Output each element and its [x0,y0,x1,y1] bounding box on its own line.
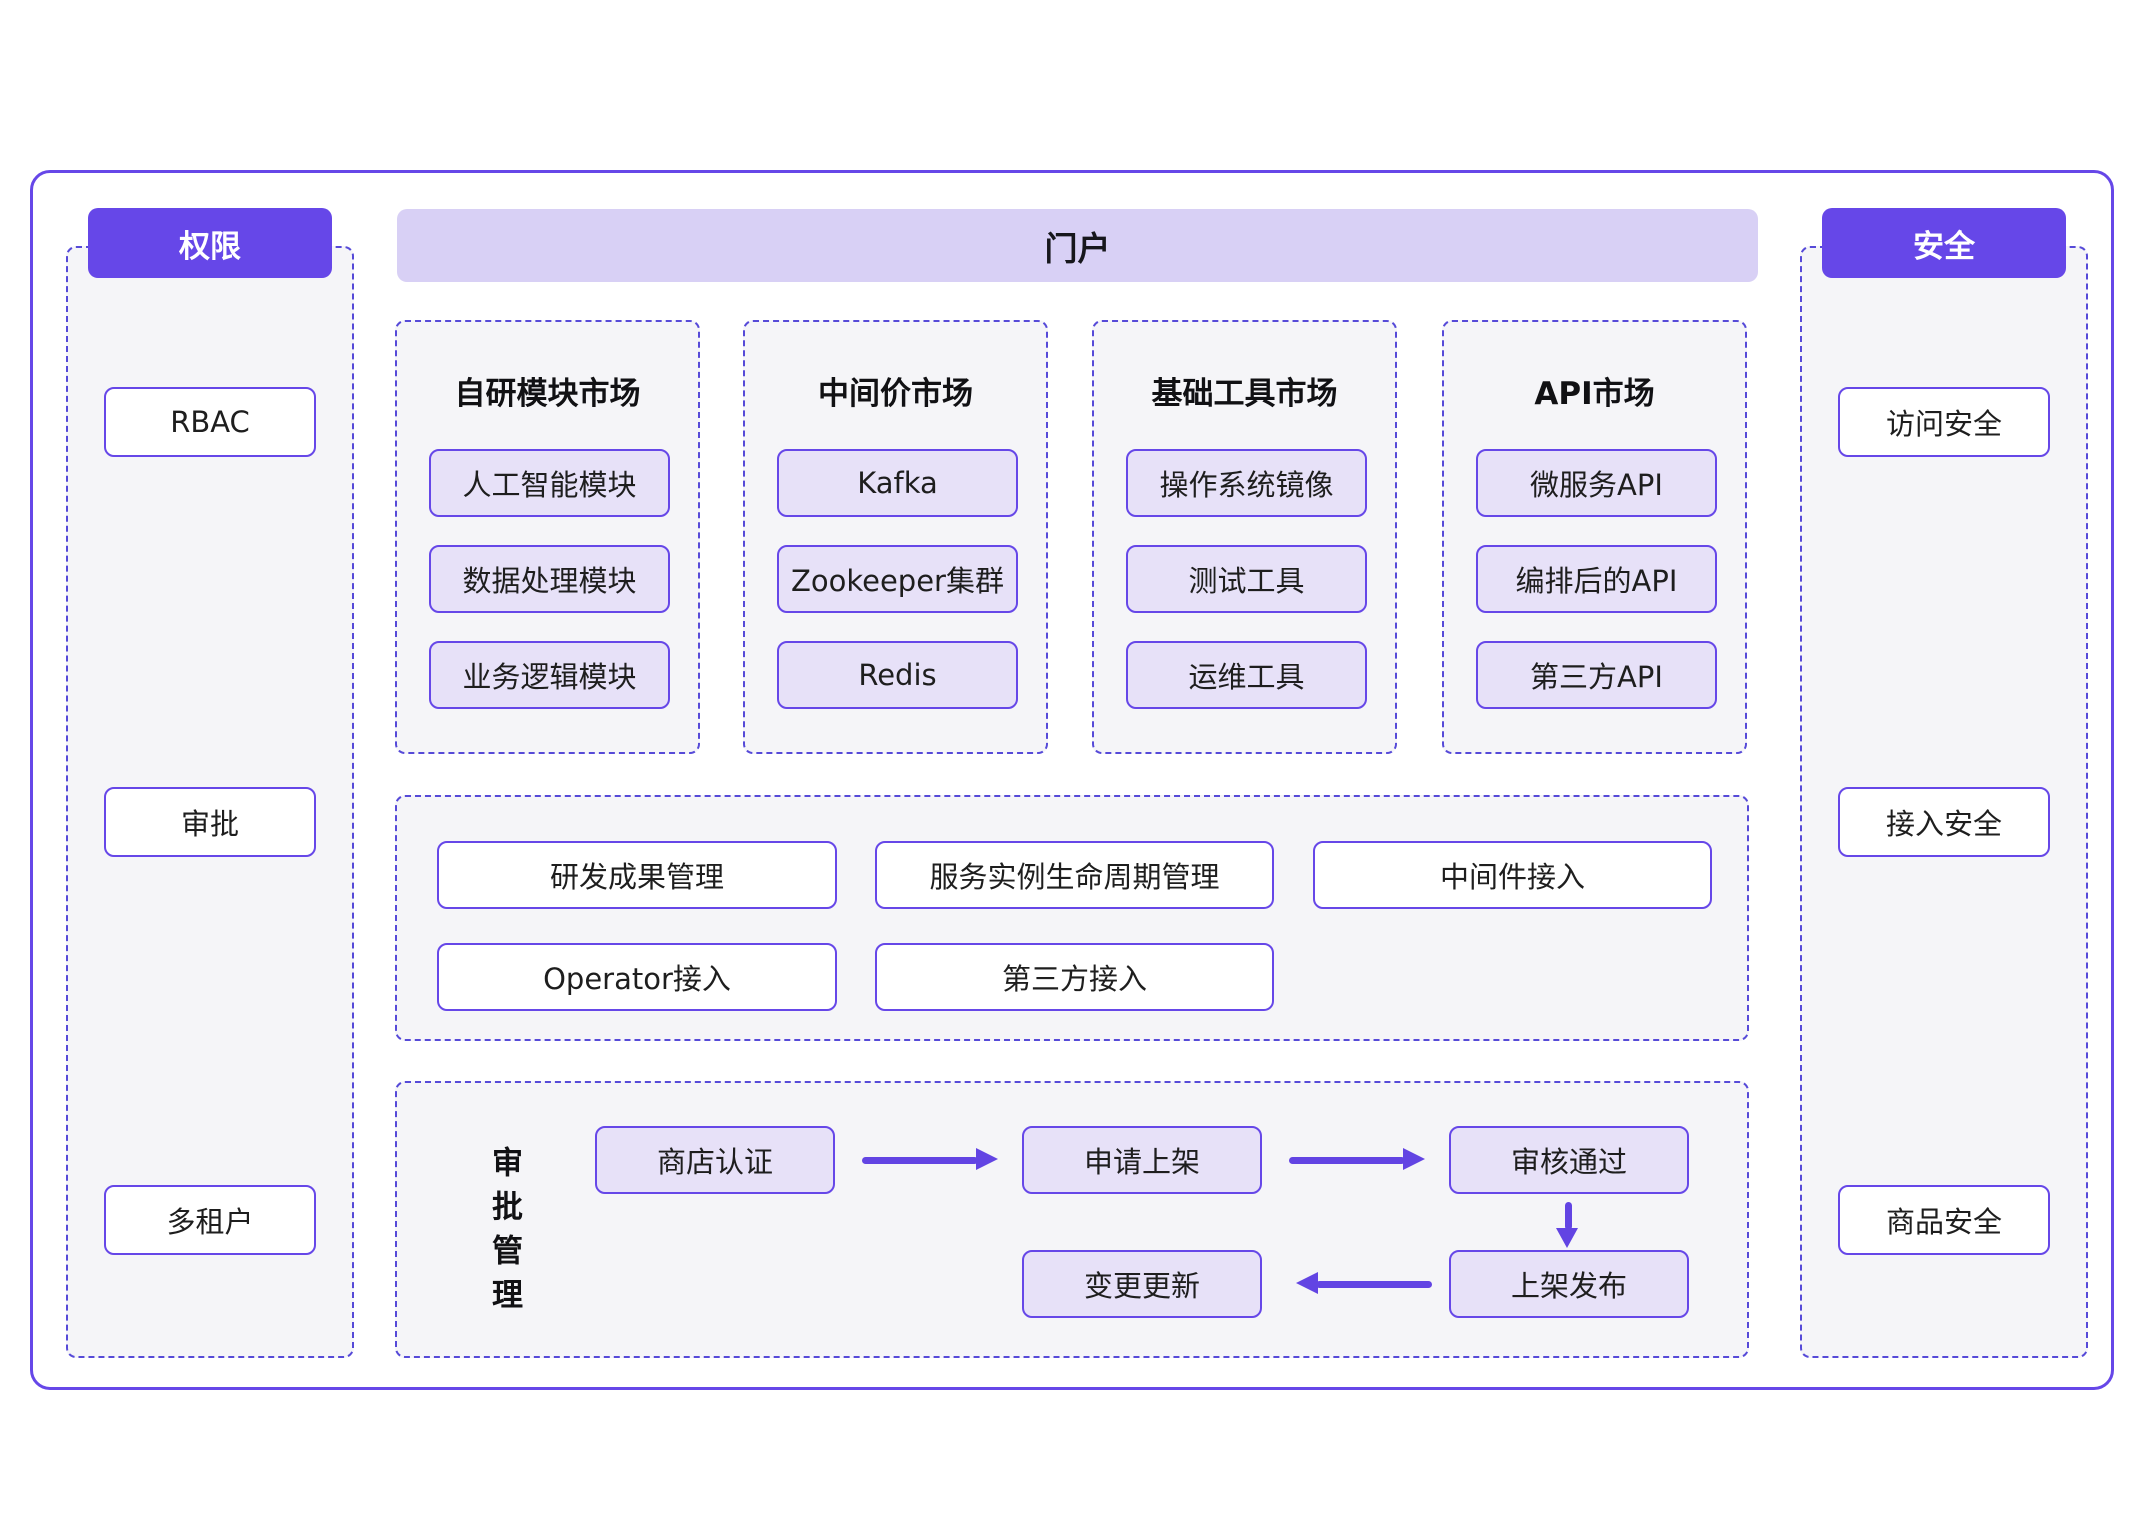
permission-item-approval: 审批 [104,787,316,857]
arrow-left-icon [1296,1272,1432,1294]
flow-step-change-update: 变更更新 [1022,1250,1262,1318]
market-column-basic-tools: 基础工具市场 操作系统镜像 测试工具 运维工具 [1092,320,1397,754]
arrow-right-icon [1289,1148,1425,1170]
management-item-lifecycle: 服务实例生命周期管理 [875,841,1274,909]
security-item-integration: 接入安全 [1838,787,2050,857]
market-item: 数据处理模块 [429,545,670,613]
security-item-product: 商品安全 [1838,1185,2050,1255]
market-column-api: API市场 微服务API 编排后的API 第三方API [1442,320,1747,754]
flow-step-store-certification: 商店认证 [595,1126,835,1194]
permission-panel-header: 权限 [88,208,332,278]
market-item: 操作系统镜像 [1126,449,1367,517]
arrow-down-icon [1556,1202,1578,1248]
market-item: Zookeeper集群 [777,545,1018,613]
flow-step-review-passed: 审核通过 [1449,1126,1689,1194]
portal-banner: 门户 [397,209,1758,282]
approval-flow-label: 审批管理 [486,1146,522,1322]
market-item: 测试工具 [1126,545,1367,613]
permission-item-multitenant: 多租户 [104,1185,316,1255]
market-title: 自研模块市场 [454,375,641,412]
market-item: 运维工具 [1126,641,1367,709]
arrow-right-icon [862,1148,998,1170]
market-item: 编排后的API [1476,545,1717,613]
market-item: 人工智能模块 [429,449,670,517]
management-panel: 研发成果管理 服务实例生命周期管理 中间件接入 Operator接入 第三方接入 [395,795,1749,1041]
market-title: 基础工具市场 [1151,375,1338,412]
market-item: 业务逻辑模块 [429,641,670,709]
market-title: 中间价市场 [818,375,973,412]
management-item-thirdparty-access: 第三方接入 [875,943,1274,1011]
management-item-operator-access: Operator接入 [437,943,837,1011]
market-item: 微服务API [1476,449,1717,517]
market-title: API市场 [1534,375,1655,412]
security-panel-header: 安全 [1822,208,2066,278]
management-item-middleware-access: 中间件接入 [1313,841,1712,909]
market-column-self-developed: 自研模块市场 人工智能模块 数据处理模块 业务逻辑模块 [395,320,700,754]
market-item: Kafka [777,449,1018,517]
management-item-rd-results: 研发成果管理 [437,841,837,909]
flow-step-publish: 上架发布 [1449,1250,1689,1318]
flow-step-apply-listing: 申请上架 [1022,1126,1262,1194]
security-item-access: 访问安全 [1838,387,2050,457]
market-column-middleware: 中间价市场 Kafka Zookeeper集群 Redis [743,320,1048,754]
market-item: Redis [777,641,1018,709]
permission-item-rbac: RBAC [104,387,316,457]
market-item: 第三方API [1476,641,1717,709]
